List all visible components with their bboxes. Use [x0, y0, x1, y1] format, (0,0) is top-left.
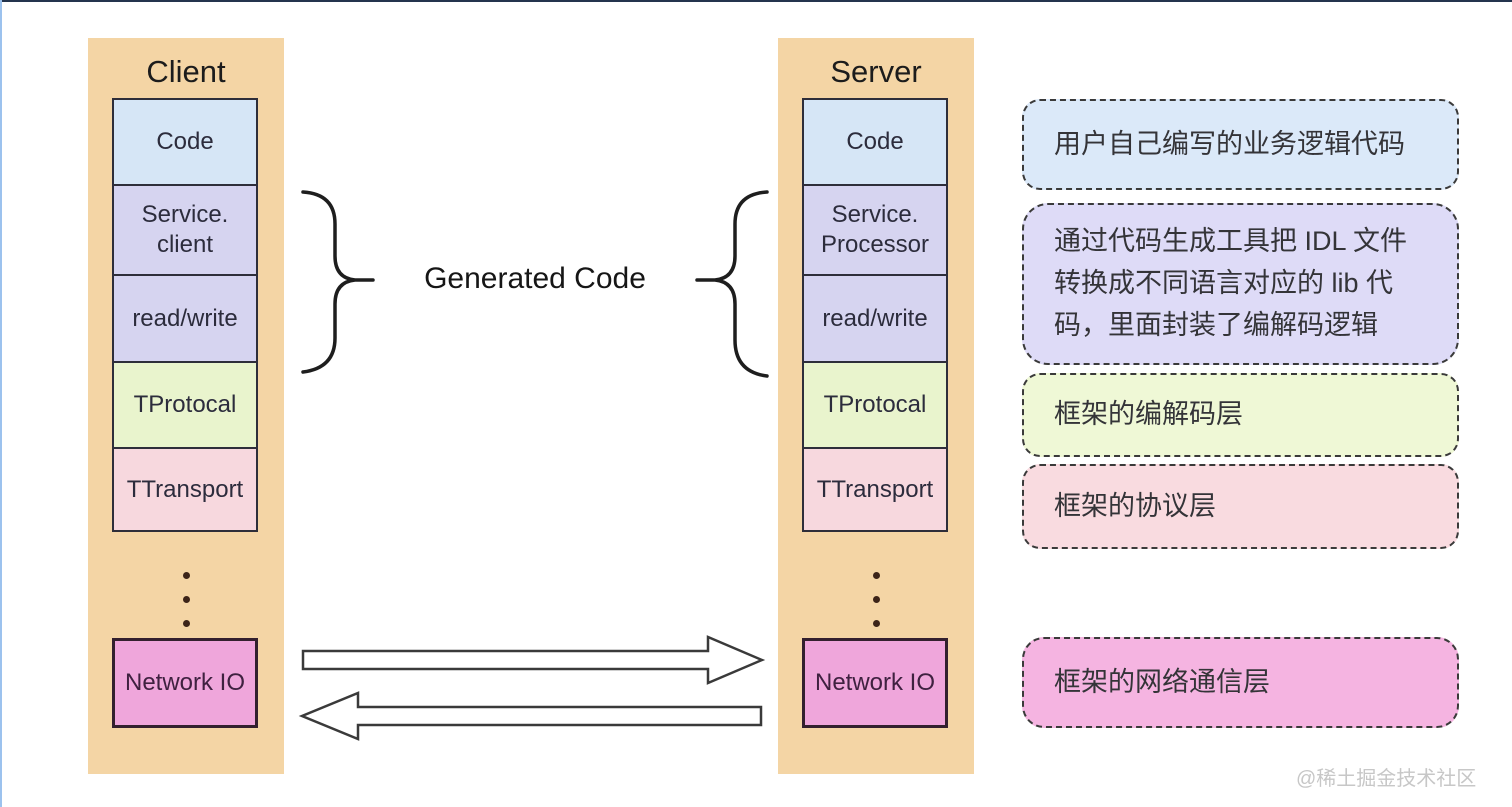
window-top-border [0, 0, 1512, 2]
annotation-codec-layer: 框架的编解码层 [1022, 373, 1459, 457]
client-tprotocal-box: TProtocal [112, 361, 258, 449]
annotation-text: 框架的网络通信层 [1054, 666, 1270, 697]
server-panel: Server Code Service. Processor read/writ… [778, 38, 974, 774]
server-layer-stack: Code Service. Processor read/write TProt… [802, 98, 948, 532]
dot-icon [872, 620, 880, 627]
server-to-client-arrow-icon [298, 691, 763, 741]
client-readwrite-box: read/write [112, 274, 258, 363]
client-code-box: Code [112, 98, 258, 186]
server-tprotocal-box: TProtocal [802, 361, 948, 449]
annotation-text: 通过代码生成工具把 IDL 文件转换成不同语言对应的 lib 代码，里面封装了编… [1054, 226, 1408, 340]
generated-code-label: Generated Code [424, 262, 646, 295]
server-ellipsis-dots [778, 572, 974, 627]
annotation-protocol-layer: 框架的协议层 [1022, 464, 1459, 549]
annotation-text: 框架的编解码层 [1054, 399, 1243, 430]
annotation-network-layer: 框架的网络通信层 [1022, 637, 1459, 728]
client-ellipsis-dots [88, 572, 284, 627]
watermark: @稀土掘金技术社区 [1296, 768, 1477, 790]
dot-icon [872, 596, 880, 603]
annotation-text: 用户自己编写的业务逻辑代码 [1054, 128, 1405, 159]
annotation-user-code: 用户自己编写的业务逻辑代码 [1022, 99, 1459, 190]
client-network-io-box: Network IO [112, 638, 258, 728]
server-generated-brace-icon [695, 190, 769, 378]
window-left-border [0, 0, 2, 807]
client-service-box: Service. client [112, 184, 258, 276]
server-network-io-box: Network IO [802, 638, 948, 728]
dot-icon [182, 596, 190, 603]
client-layer-stack: Code Service. client read/write TProtoca… [112, 98, 258, 532]
annotation-text: 框架的协议层 [1054, 490, 1216, 521]
client-title: Client [146, 54, 226, 89]
dot-icon [182, 572, 190, 579]
server-code-box: Code [802, 98, 948, 186]
server-ttransport-box: TTransport [802, 447, 948, 532]
server-title: Server [830, 54, 922, 89]
client-panel: Client Code Service. client read/write T… [88, 38, 284, 774]
server-processor-box: Service. Processor [802, 184, 948, 276]
dot-icon [872, 572, 880, 579]
annotation-generated-lib: 通过代码生成工具把 IDL 文件转换成不同语言对应的 lib 代码，里面封装了编… [1022, 203, 1459, 365]
dot-icon [182, 620, 190, 627]
client-generated-brace-icon [301, 190, 375, 374]
client-to-server-arrow-icon [301, 635, 766, 685]
client-ttransport-box: TTransport [112, 447, 258, 532]
server-readwrite-box: read/write [802, 274, 948, 363]
